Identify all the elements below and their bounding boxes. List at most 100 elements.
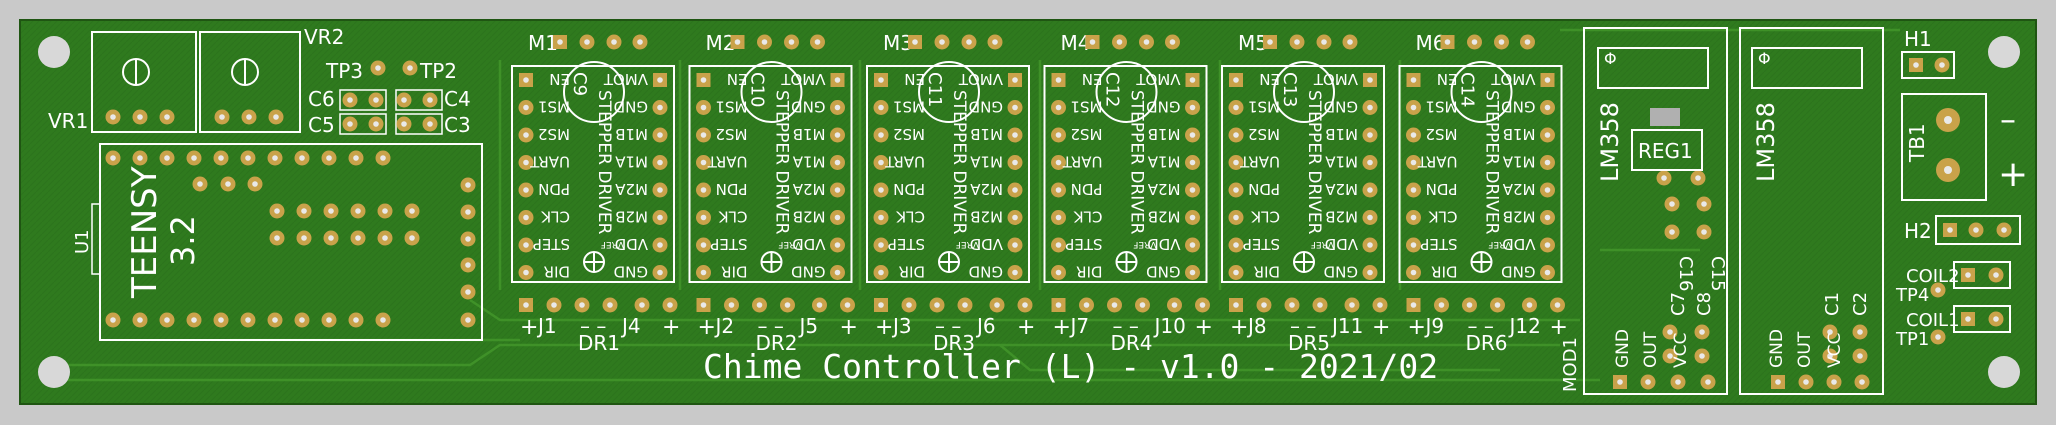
tb1-label: TB1 [1905, 123, 1929, 163]
pad-drill [607, 302, 613, 308]
cap-outline [740, 61, 803, 123]
connector-plus: + [1017, 315, 1035, 340]
pad-drill [523, 242, 529, 248]
pad-drill [1526, 302, 1533, 308]
pad-drill [1494, 302, 1501, 308]
pad-drill [301, 208, 307, 214]
pad-drill [1233, 269, 1239, 276]
mod1-ref: MOD1 [1560, 337, 1581, 392]
reg1-label: REG1 [1638, 139, 1693, 163]
driver-pin-label-right: VMOT [603, 70, 648, 88]
tp2-label: TP2 [419, 59, 457, 83]
pad-drill [272, 317, 278, 323]
driver-title: STEPPER DRIVER [772, 90, 792, 235]
cap-label: C13 [1279, 72, 1300, 107]
driver-ref-label: DR2 [756, 331, 798, 355]
h1-label: H1 [1904, 27, 1932, 51]
driver-title: STEPPER DRIVER [949, 90, 969, 235]
pad-drill [816, 302, 823, 308]
pad-drill [878, 187, 884, 193]
driver-pin-label-left: PDN [538, 180, 570, 198]
pad-drill [1705, 379, 1711, 385]
pad-drill [1935, 287, 1941, 293]
driver-pin-label-right: M1A [1147, 153, 1180, 171]
pad-drill [756, 302, 763, 308]
pad-drill [1859, 379, 1865, 385]
driver-pin-label-right: VDD [1325, 235, 1358, 253]
pad-drill [523, 159, 529, 166]
connector-plus: + [1408, 315, 1426, 340]
pad-drill [834, 159, 841, 166]
pad-drill [328, 235, 334, 241]
pad-drill [191, 155, 197, 161]
h2-label: H2 [1904, 219, 1932, 243]
pad-drill [523, 132, 529, 138]
pad-drill [657, 104, 663, 111]
pad-drill [382, 208, 388, 214]
terminal-drill [1944, 166, 1952, 174]
pad-drill [1993, 316, 1999, 322]
mod2-out: OUT [1795, 331, 1815, 368]
driver-pin-label-right: M1A [1502, 153, 1535, 171]
pad-drill [1544, 269, 1551, 276]
pad-drill [1367, 187, 1373, 193]
pad-drill [164, 317, 170, 323]
pad-drill [700, 242, 707, 248]
pad-drill [1233, 132, 1239, 138]
pad-drill [878, 77, 884, 83]
pad-drill [1544, 187, 1551, 193]
mod1-c7: C7 [1668, 292, 1689, 316]
driver-pin-label-right: M1A [970, 153, 1003, 171]
driver-pin-label-right: M2A [1325, 180, 1358, 198]
driver-pin-label-right: GND [614, 98, 648, 116]
pad-drill [1233, 187, 1239, 193]
driver-pin-label-right: M2B [1148, 208, 1181, 226]
pad-drill [1377, 302, 1383, 308]
pad-drill [1267, 39, 1273, 45]
vr1-label: VR1 [48, 109, 88, 133]
pad-drill [584, 39, 590, 45]
driver-pin-label-left: UART [707, 153, 748, 171]
driver-pin-label-right: M2A [970, 180, 1003, 198]
pad-drill [657, 187, 663, 193]
cap-label: C12 [1102, 72, 1123, 107]
pad-drill [272, 155, 278, 161]
pad-drill [465, 236, 471, 242]
pad-drill [427, 121, 433, 127]
pad-drill [326, 317, 332, 323]
connector-plus: + [520, 315, 538, 340]
pad-drill [878, 269, 884, 276]
connector-plus: + [1230, 315, 1248, 340]
pad-drill [1667, 353, 1673, 359]
tp1-label: TP1 [1895, 329, 1929, 350]
pad-drill [137, 114, 143, 120]
driver-pin-label-right: GND [1324, 98, 1358, 116]
driver-pin-label-left: EN [1082, 70, 1103, 88]
pad-drill [1012, 132, 1018, 138]
pad-drill [427, 97, 433, 103]
module-label: M6 [1416, 31, 1446, 55]
driver-outline [1043, 65, 1208, 283]
driver-outline [866, 65, 1030, 283]
pad-drill [409, 208, 415, 214]
pad-drill [637, 39, 643, 45]
driver-pin-label-right: GND [791, 98, 825, 116]
driver-pin-label-right: GND [1324, 263, 1358, 281]
pad-drill [962, 302, 968, 308]
driver-pin-label-left: DIR [1431, 263, 1457, 281]
pad-drill [1410, 104, 1417, 111]
pad-drill [1661, 175, 1667, 181]
driver-pin-label-left: PDN [1426, 180, 1458, 198]
pad-drill [380, 155, 386, 161]
pad-drill [1831, 379, 1837, 385]
mounting-hole [38, 356, 70, 388]
coil2-label: COIL2 [1906, 266, 1960, 287]
pad-drill [1410, 242, 1417, 248]
connector-minus: – – [758, 314, 784, 338]
pad-drill [1321, 39, 1327, 45]
connector-plus: + [662, 315, 680, 340]
driver-pin-label-right: M1A [1325, 153, 1358, 171]
cap-label: C14 [1457, 72, 1478, 107]
